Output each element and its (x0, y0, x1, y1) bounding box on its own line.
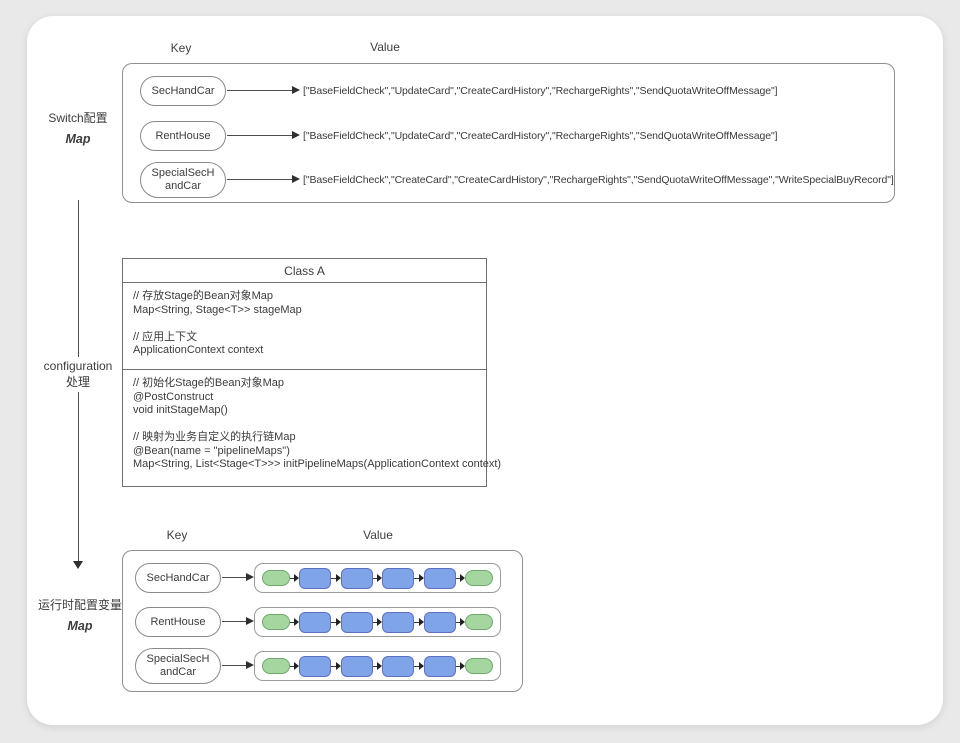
code-line: Map<String, Stage<T>> stageMap (133, 303, 302, 316)
flow-mid-label-line1: configuration (43, 359, 113, 373)
arrow-connector (227, 131, 300, 139)
key-label: RentHouse (155, 129, 211, 142)
arrow-connector (222, 573, 254, 581)
bottom-section-label: 运行时配置变量 Map (18, 596, 142, 633)
key-label: SecHandCar (151, 84, 215, 97)
map-value-renthouse: ["BaseFieldCheck","UpdateCard","CreateCa… (303, 130, 778, 142)
top-key-header: Key (170, 41, 192, 55)
blue-stage-node (382, 655, 415, 677)
key-label: RentHouse (150, 615, 206, 628)
class-title: Class A (123, 259, 486, 283)
code-line (133, 317, 476, 331)
top-section-label-line2: Map (65, 132, 91, 146)
stage-arrow-icon (455, 574, 466, 582)
stage-arrow-icon (331, 574, 342, 582)
top-key-node-specialsechandcar: SpecialSecH andCar (140, 162, 226, 198)
blue-stage-node (423, 567, 456, 589)
arrow-connector (227, 175, 300, 183)
code-line: @PostConstruct (133, 390, 214, 403)
pipeline-sechandcar (254, 563, 501, 593)
key-label: SpecialSecH andCar (151, 167, 215, 192)
stage-arrow-icon (372, 618, 383, 626)
green-stage-node (262, 658, 290, 674)
flow-mid-label: configuration 处理 (28, 357, 128, 392)
bottom-key-header: Key (166, 528, 188, 542)
key-label: SecHandCar (146, 571, 210, 584)
stage-arrow-icon (372, 574, 383, 582)
pipeline-specialsechandcar (254, 651, 501, 681)
arrow-connector (227, 86, 300, 94)
stage-arrow-icon (414, 574, 425, 582)
blue-stage-node (340, 567, 373, 589)
stage-arrow-icon (290, 662, 300, 670)
blue-stage-node (340, 655, 373, 677)
stage-arrow-icon (290, 574, 300, 582)
pipeline-renthouse (254, 607, 501, 637)
bottom-value-header: Value (363, 528, 393, 542)
bottom-section-label-line1: 运行时配置变量 (37, 598, 122, 612)
green-stage-node (465, 614, 494, 630)
map-value-specialsechandcar: ["BaseFieldCheck","CreateCard","CreateCa… (303, 174, 894, 186)
map-value-sechandcar: ["BaseFieldCheck","UpdateCard","CreateCa… (303, 85, 778, 97)
blue-stage-node (423, 655, 456, 677)
blue-stage-node (423, 611, 456, 633)
code-line (133, 418, 476, 432)
blue-stage-node (299, 567, 332, 589)
code-line: ApplicationContext context (133, 344, 264, 356)
code-line: // 映射为业务自定义的执行链Map (133, 431, 296, 443)
code-line: @Bean(name = "pipelineMaps") (133, 444, 290, 457)
bottom-key-node-specialsechandcar: SpecialSecH andCar (135, 648, 221, 684)
top-key-node-renthouse: RentHouse (140, 121, 226, 151)
green-stage-node (465, 570, 494, 586)
code-line: void initStageMap() (133, 404, 228, 416)
code-line: Map<String, List<Stage<T>>> initPipeline… (133, 458, 502, 470)
top-value-header: Value (370, 40, 400, 54)
stage-arrow-icon (372, 662, 383, 670)
key-label: SpecialSecH andCar (146, 653, 210, 678)
stage-arrow-icon (455, 662, 466, 670)
top-section-label: Switch配置 Map (18, 109, 138, 146)
bottom-key-node-sechandcar: SecHandCar (135, 563, 221, 593)
bottom-key-node-renthouse: RentHouse (135, 607, 221, 637)
blue-stage-node (299, 611, 332, 633)
code-line: // 应用上下文 (133, 330, 198, 343)
stage-arrow-icon (331, 618, 342, 626)
blue-stage-node (340, 611, 373, 633)
stage-arrow-icon (331, 662, 342, 670)
code-line: // 初始化Stage的Bean对象Map (133, 377, 285, 389)
blue-stage-node (382, 611, 415, 633)
green-stage-node (465, 658, 494, 674)
top-key-node-sechandcar: SecHandCar (140, 76, 226, 106)
green-stage-node (262, 570, 290, 586)
stage-arrow-icon (414, 618, 425, 626)
bottom-section-label-line2: Map (67, 619, 93, 633)
stage-arrow-icon (414, 662, 425, 670)
stage-arrow-icon (290, 618, 300, 626)
arrow-connector (222, 661, 254, 669)
green-stage-node (262, 614, 290, 630)
flow-arrowhead-icon (73, 561, 83, 569)
stage-arrow-icon (455, 618, 466, 626)
blue-stage-node (382, 567, 415, 589)
arrow-connector (222, 617, 254, 625)
flow-mid-label-line2: 处理 (65, 375, 90, 389)
blue-stage-node (299, 655, 332, 677)
top-section-label-line1: Switch配置 (48, 111, 108, 125)
code-line: // 存放Stage的Bean对象Map (133, 290, 274, 302)
